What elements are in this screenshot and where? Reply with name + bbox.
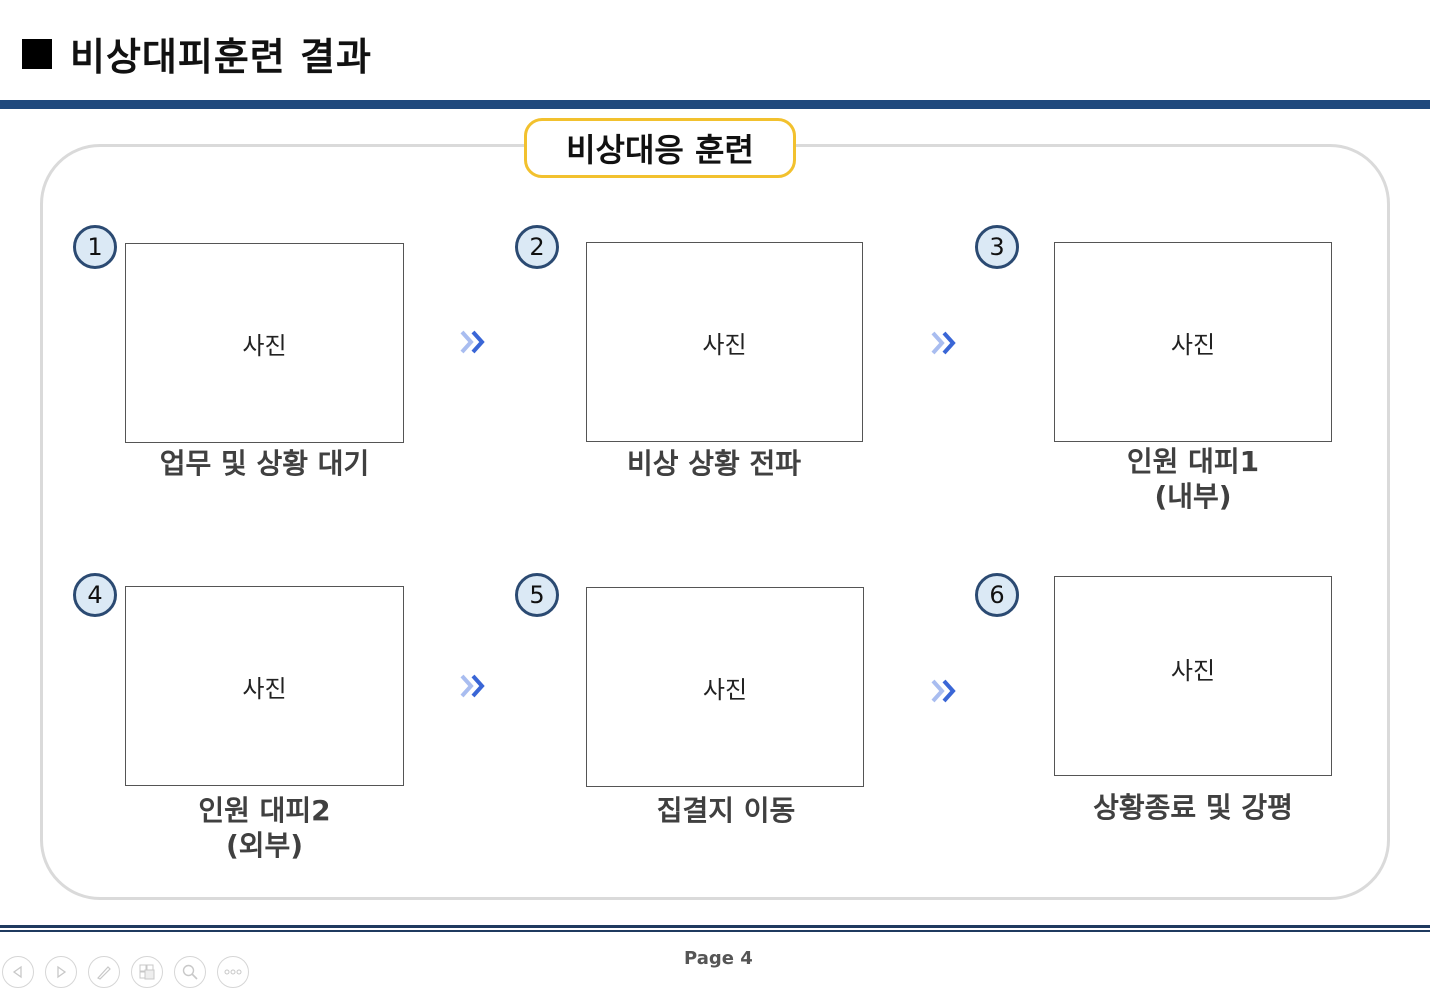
zoom-icon	[182, 964, 198, 980]
pen-icon	[97, 966, 111, 980]
slide-title: 비상대피훈련 결과	[22, 26, 372, 81]
slide-title-text: 비상대피훈련 결과	[70, 35, 372, 79]
presentation-controls	[2, 956, 249, 988]
previous-slide-button[interactable]	[2, 956, 34, 988]
header-divider	[0, 100, 1430, 109]
square-bullet-icon	[22, 38, 52, 69]
double-chevron-right-icon	[931, 679, 956, 703]
step-number-5: 5	[515, 573, 559, 617]
photo-placeholder-5: 사진	[586, 587, 864, 787]
double-chevron-right-icon	[460, 674, 485, 698]
photo-placeholder-1: 사진	[125, 243, 404, 443]
step-caption-4: 인원 대피2 (외부)	[198, 794, 331, 862]
next-slide-button[interactable]	[45, 956, 77, 988]
double-chevron-right-icon	[931, 331, 956, 355]
previous-icon	[12, 965, 22, 979]
next-icon	[57, 965, 67, 979]
step-number-3: 3	[975, 225, 1019, 269]
page-number: Page 4	[684, 948, 753, 969]
photo-placeholder-3: 사진	[1054, 242, 1332, 442]
step-number-6: 6	[975, 573, 1019, 617]
section-badge: 비상대응 훈련	[524, 118, 796, 178]
step-number-1: 1	[73, 225, 117, 269]
see-all-slides-button[interactable]	[131, 956, 163, 988]
step-caption-2: 비상 상황 전파	[626, 447, 802, 480]
pen-tool-button[interactable]	[88, 956, 120, 988]
step-caption-1: 업무 및 상황 대기	[159, 447, 370, 480]
slides-icon	[139, 964, 155, 980]
photo-placeholder-6: 사진	[1054, 576, 1332, 776]
zoom-button[interactable]	[174, 956, 206, 988]
photo-placeholder-4: 사진	[125, 586, 404, 786]
step-caption-6: 상황종료 및 강평	[1093, 791, 1293, 824]
step-number-4: 4	[73, 573, 117, 617]
footer-divider-secondary	[0, 930, 1430, 932]
step-caption-3: 인원 대피1 (내부)	[1126, 445, 1260, 513]
double-chevron-right-icon	[460, 330, 485, 354]
step-number-2: 2	[515, 225, 559, 269]
more-options-button[interactable]	[217, 956, 249, 988]
step-caption-5: 집결지 이동	[656, 794, 796, 827]
photo-placeholder-2: 사진	[586, 242, 863, 442]
more-icon	[224, 969, 242, 975]
footer-divider	[0, 925, 1430, 928]
